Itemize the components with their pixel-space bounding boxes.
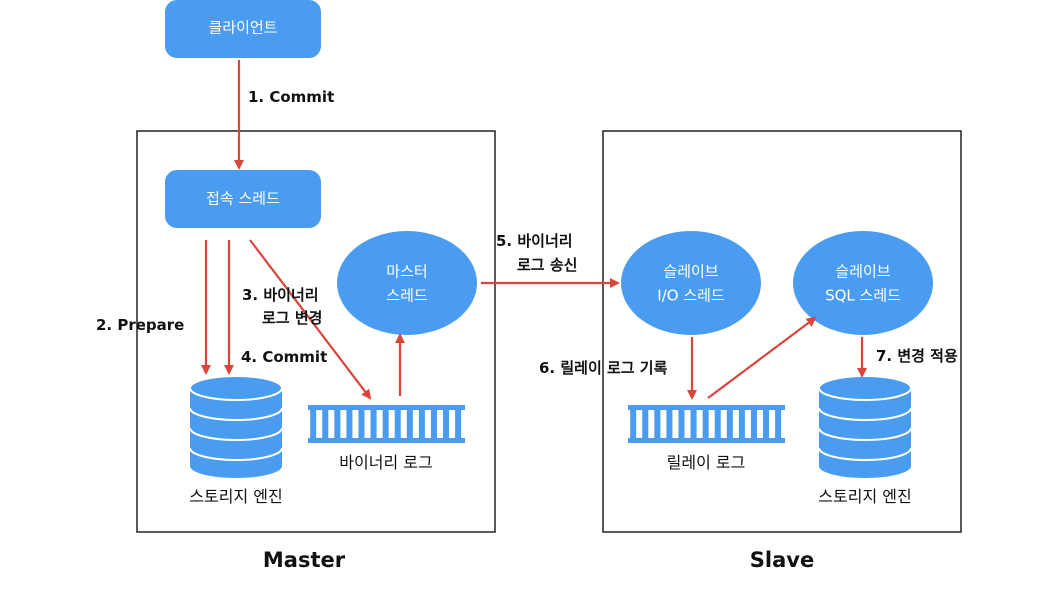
edge-label-commit: 1. Commit xyxy=(248,88,334,106)
slave-io-thread-label-2: I/O 스레드 xyxy=(657,287,725,305)
master-frame xyxy=(136,130,496,533)
slave-title: Slave xyxy=(750,548,814,572)
binary-log-label: 바이너리 로그 xyxy=(339,453,432,472)
slave-storage-engine-label: 스토리지 엔진 xyxy=(818,487,911,506)
relay-log-label: 릴레이 로그 xyxy=(667,453,746,472)
arrow-relay-to-sql xyxy=(707,316,817,399)
relay-log-icon xyxy=(628,405,785,443)
master-thread-label-1: 마스터 xyxy=(386,263,427,281)
edge-label-apply: 7. 변경 적용 xyxy=(876,347,958,365)
slave-storage-engine-icon xyxy=(818,375,912,478)
binary-log-icon xyxy=(308,405,465,443)
arrow-binlog-write xyxy=(249,239,372,400)
edge-label-send-2: 로그 송신 xyxy=(517,256,577,274)
edge-label-binlog-1: 3. 바이너리 xyxy=(242,286,319,304)
edge-label-relay-write: 6. 릴레이 로그 기록 xyxy=(539,359,668,377)
edge-label-send-1: 5. 바이너리 xyxy=(496,232,573,250)
client-label: 클라이언트 xyxy=(208,19,277,37)
slave-sql-thread-node: 슬레이브 SQL 스레드 xyxy=(793,231,933,335)
slave-frame xyxy=(602,130,962,533)
master-thread-node: 마스터 스레드 xyxy=(337,231,477,335)
slave-sql-thread-label-2: SQL 스레드 xyxy=(825,287,901,305)
slave-io-thread-label-1: 슬레이브 xyxy=(663,263,718,281)
edge-label-binlog-2: 로그 변경 xyxy=(262,309,322,327)
master-storage-engine-label: 스토리지 엔진 xyxy=(189,487,282,506)
master-storage-engine-icon xyxy=(189,375,283,478)
slave-sql-thread-label-1: 슬레이브 xyxy=(835,263,890,281)
edge-label-prepare: 2. Prepare xyxy=(96,316,184,334)
master-title: Master xyxy=(263,548,346,572)
client-node: 클라이언트 xyxy=(165,0,321,58)
connection-thread-label: 접속 스레드 xyxy=(206,190,280,208)
edge-label-commit-2: 4. Commit xyxy=(241,348,327,366)
slave-io-thread-node: 슬레이브 I/O 스레드 xyxy=(621,231,761,335)
connection-thread-node: 접속 스레드 xyxy=(165,170,321,228)
master-thread-label-2: 스레드 xyxy=(386,287,428,305)
